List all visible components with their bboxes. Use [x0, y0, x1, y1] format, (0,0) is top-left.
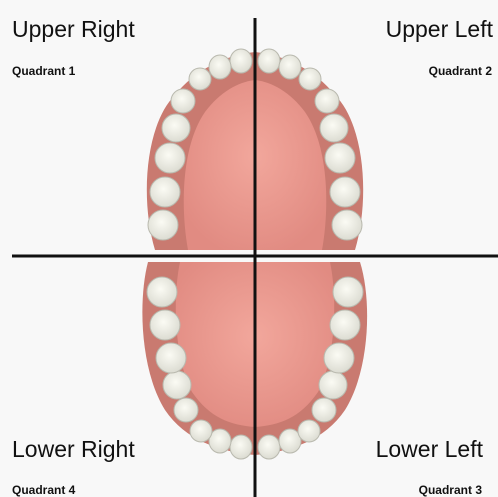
- q2-tooth-8: [332, 210, 362, 240]
- q3-tooth-8: [333, 277, 363, 307]
- q2-tooth-5: [320, 114, 348, 142]
- q4-tooth-8: [147, 277, 177, 307]
- q1-tooth-8: [148, 210, 178, 240]
- q1-tooth-2: [209, 55, 231, 79]
- q4-tooth-4: [174, 398, 198, 422]
- q2-tooth-2: [279, 55, 301, 79]
- lower-left-title: Lower Left: [376, 436, 483, 463]
- lower-right-title: Lower Right: [12, 436, 135, 463]
- q3-tooth-1: [258, 435, 280, 459]
- q4-tooth-7: [150, 310, 180, 340]
- q4-tooth-6: [156, 343, 186, 373]
- quadrant-2-label: Quadrant 2: [429, 64, 492, 78]
- upper-left-title: Upper Left: [386, 16, 493, 43]
- q3-tooth-6: [324, 343, 354, 373]
- q1-tooth-6: [155, 143, 185, 173]
- q3-tooth-3: [298, 420, 320, 442]
- q3-tooth-7: [330, 310, 360, 340]
- quadrant-1-label: Quadrant 1: [12, 64, 75, 78]
- q1-tooth-4: [171, 89, 195, 113]
- q4-tooth-5: [163, 371, 191, 399]
- q4-tooth-1: [230, 435, 252, 459]
- q1-tooth-7: [150, 177, 180, 207]
- quadrant-4-label: Quadrant 4: [12, 483, 75, 497]
- quadrant-3-label: Quadrant 3: [419, 483, 482, 497]
- q1-tooth-5: [162, 114, 190, 142]
- q2-tooth-4: [315, 89, 339, 113]
- q2-tooth-6: [325, 143, 355, 173]
- upper-right-title: Upper Right: [12, 16, 135, 43]
- q4-tooth-3: [190, 420, 212, 442]
- q1-tooth-1: [230, 49, 252, 73]
- q3-tooth-4: [312, 398, 336, 422]
- q2-tooth-3: [299, 68, 321, 90]
- q1-tooth-3: [189, 68, 211, 90]
- q2-tooth-1: [258, 49, 280, 73]
- q3-tooth-5: [319, 371, 347, 399]
- q2-tooth-7: [330, 177, 360, 207]
